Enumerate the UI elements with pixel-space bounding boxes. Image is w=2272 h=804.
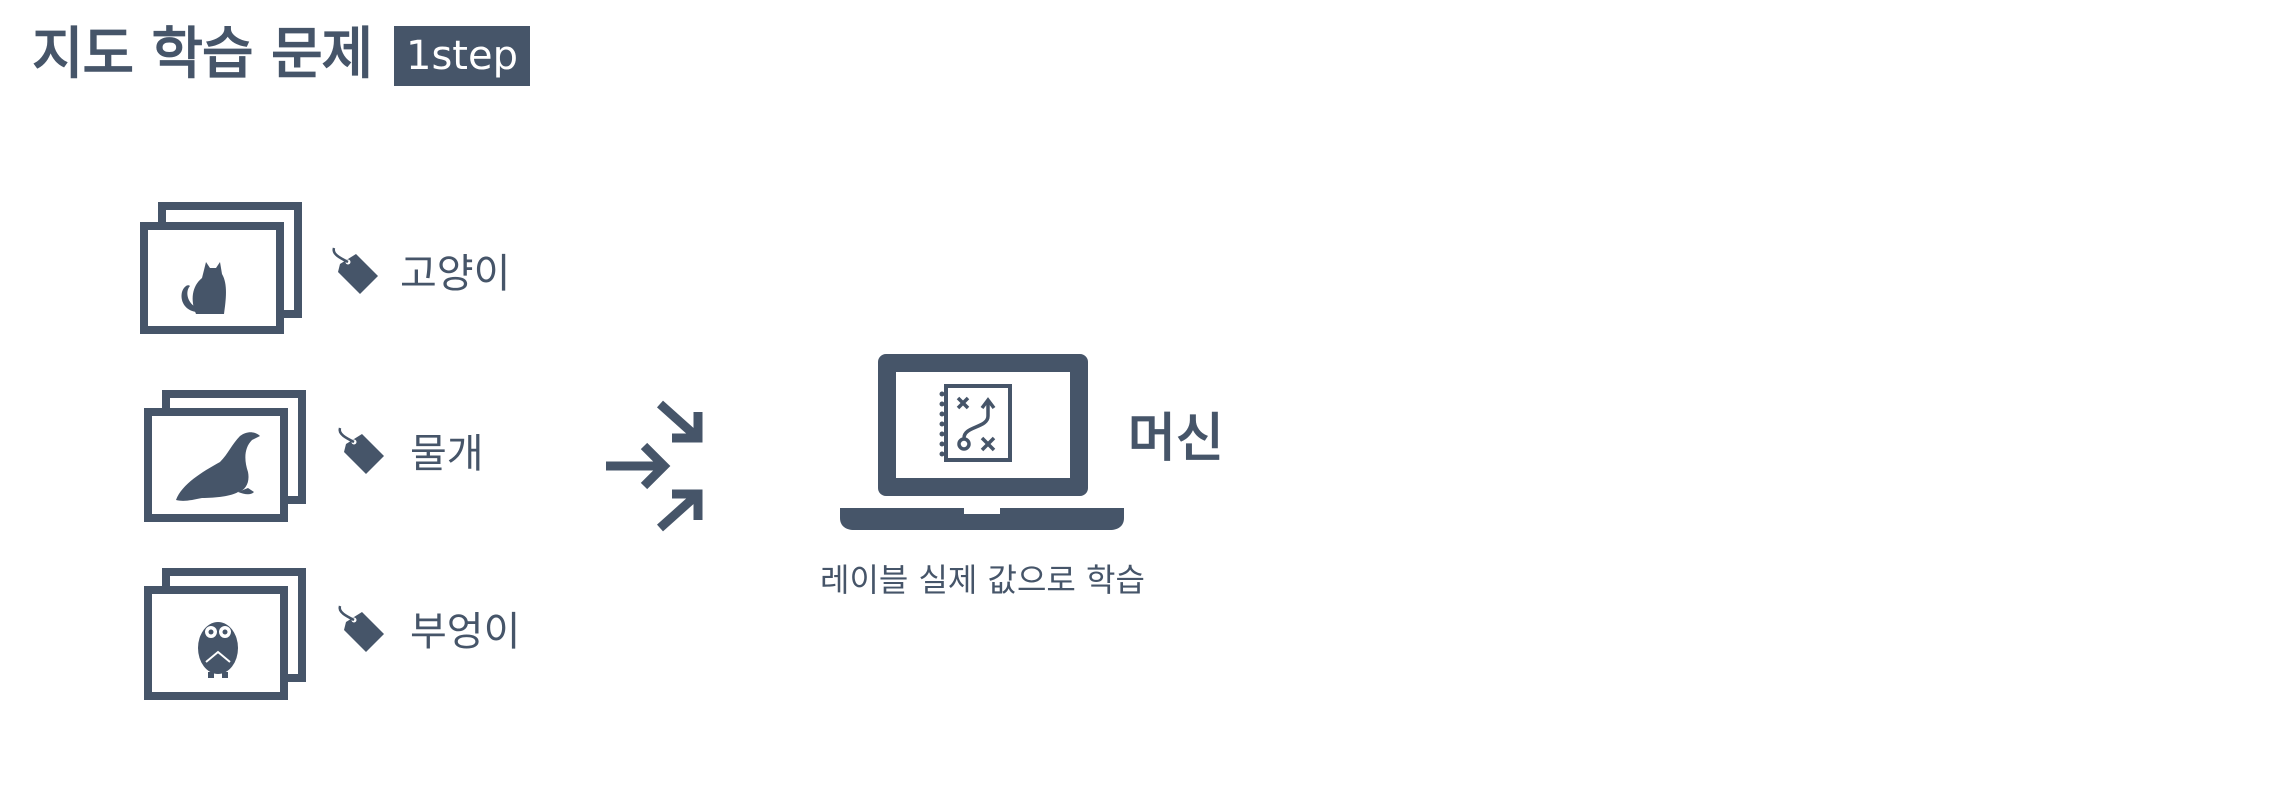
strategy-board-icon: [939, 384, 1012, 462]
seal-icon: [176, 432, 260, 501]
training-item-owl: 부엉이: [140, 566, 540, 706]
image-stack-seal: [144, 390, 384, 522]
item-label-owl: 부엉이: [410, 609, 521, 655]
image-stack-cat: [140, 202, 378, 334]
step-badge: 1step: [394, 26, 530, 86]
owl-icon: [198, 622, 238, 678]
training-item-cat: 고양이: [140, 200, 540, 340]
item-label-seal: 물개: [410, 431, 484, 477]
cat-icon: [181, 262, 226, 314]
training-item-seal: 물개: [140, 388, 540, 528]
laptop-icon: [840, 354, 1124, 530]
tag-icon: [338, 605, 384, 652]
converging-arrows-icon: [606, 400, 703, 532]
tag-icon: [338, 427, 384, 474]
item-label-cat: 고양이: [400, 251, 511, 297]
tag-icon: [332, 247, 378, 294]
training-caption: 레이블 실제 값으로 학습: [820, 561, 1145, 599]
image-stack-owl: [144, 568, 384, 700]
page-title: 지도 학습 문제: [32, 22, 373, 87]
machine-label: 머신: [1128, 409, 1224, 469]
